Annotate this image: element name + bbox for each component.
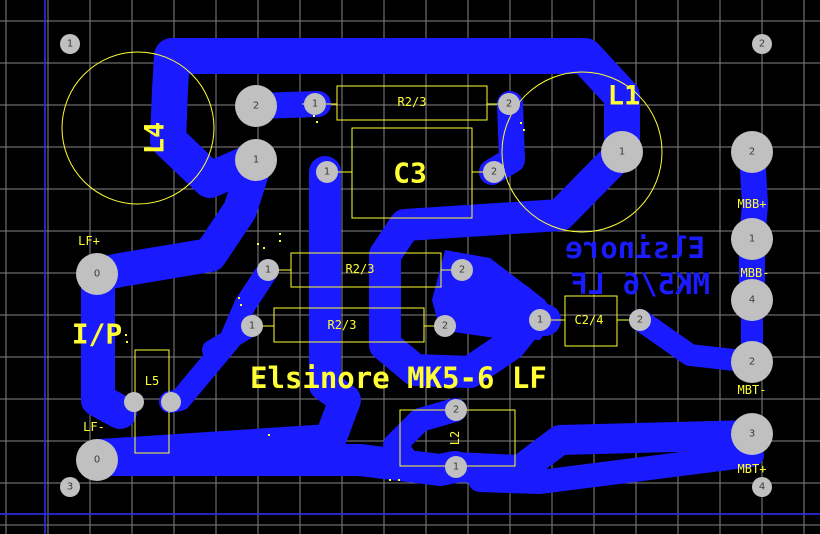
pad-number: 2 bbox=[506, 99, 512, 110]
r23-mid-pad-2[interactable]: 2 bbox=[451, 259, 473, 281]
l4-pad-1[interactable]: 1 bbox=[235, 139, 277, 181]
c24-outline bbox=[564, 295, 618, 347]
pad-number: 0 bbox=[94, 269, 100, 280]
pad-number: 1 bbox=[537, 315, 543, 326]
l5-pad-2[interactable] bbox=[161, 392, 181, 412]
pad-number: 1 bbox=[249, 321, 255, 332]
l5-pad-1[interactable] bbox=[124, 392, 144, 412]
c24-label: C2/4 bbox=[575, 313, 604, 327]
lf-plus-label: LF+ bbox=[78, 234, 100, 248]
mbt-minus-pad[interactable]: 2 bbox=[731, 341, 773, 383]
pad-number: 1 bbox=[324, 167, 330, 178]
l1-label: L1 bbox=[608, 81, 641, 112]
mirror-text-line2: MK5/6 LF bbox=[570, 267, 710, 301]
r23-top-outline bbox=[336, 85, 488, 121]
pads: 1 2 3 4 2 1 1 1 2 1 2 1 2 1 2 1 2 2 1 0 … bbox=[60, 34, 773, 497]
l2-pad-2[interactable]: 2 bbox=[445, 399, 467, 421]
pad-number: 2 bbox=[459, 265, 465, 276]
mirrored-copper-text: Elsinore MK5/6 LF bbox=[565, 231, 710, 301]
corner-pad-tl[interactable]: 1 bbox=[60, 34, 80, 54]
l4-outline bbox=[61, 51, 215, 205]
pad-number: 1 bbox=[453, 462, 459, 473]
r23-low-outline bbox=[273, 307, 425, 343]
right-pad-4[interactable]: 4 bbox=[731, 279, 773, 321]
lf-minus-label: LF- bbox=[83, 420, 105, 434]
c3-label: C3 bbox=[393, 157, 427, 190]
mbb-plus-pad[interactable]: 2 bbox=[731, 131, 773, 173]
corner-pad-br[interactable]: 4 bbox=[752, 477, 772, 497]
r23-top-label: R2/3 bbox=[398, 95, 427, 109]
pad-number: 1 bbox=[67, 39, 73, 50]
pad-number: 2 bbox=[637, 315, 643, 326]
corner-pad-tr[interactable]: 2 bbox=[752, 34, 772, 54]
l4-pad-2[interactable]: 2 bbox=[235, 85, 277, 127]
l2-pad-1[interactable]: 1 bbox=[445, 456, 467, 478]
pad-number: 4 bbox=[749, 295, 755, 306]
pad-number: 1 bbox=[312, 99, 318, 110]
corner-pad-bl[interactable]: 3 bbox=[60, 477, 80, 497]
pad-number: 2 bbox=[749, 147, 755, 158]
l4-label: L4 bbox=[140, 122, 171, 155]
pad-number: 1 bbox=[265, 265, 271, 276]
r23-mid-label: R2/3 bbox=[346, 262, 375, 276]
pad-number: 1 bbox=[253, 155, 259, 166]
mbt-plus-pad[interactable]: 3 bbox=[731, 413, 773, 455]
mbt-minus-label: MBT- bbox=[738, 383, 767, 397]
lf-plus-pad[interactable]: 0 bbox=[76, 253, 118, 295]
pad-number: 2 bbox=[253, 101, 259, 112]
pad-number: 2 bbox=[759, 39, 765, 50]
r23-low-label: R2/3 bbox=[328, 318, 357, 332]
r23-low-pad-1[interactable]: 1 bbox=[241, 315, 263, 337]
pad-number: 2 bbox=[749, 357, 755, 368]
lf-minus-pad[interactable]: 0 bbox=[76, 439, 118, 481]
l1-pad-1[interactable]: 1 bbox=[601, 131, 643, 173]
r23-top-pad-2[interactable]: 2 bbox=[498, 93, 520, 115]
l2-label: L2 bbox=[448, 431, 462, 445]
mbb-minus-label: MBB- bbox=[741, 266, 770, 280]
r23-mid-pad-1[interactable]: 1 bbox=[257, 259, 279, 281]
pad-number: 1 bbox=[619, 147, 625, 158]
mbb-plus-label: MBB+ bbox=[738, 197, 767, 211]
c24-pad-2[interactable]: 2 bbox=[629, 309, 651, 331]
pad-number: 1 bbox=[749, 234, 755, 245]
silk-dots bbox=[125, 115, 525, 481]
pad-number: 2 bbox=[491, 167, 497, 178]
pad-number: 2 bbox=[442, 321, 448, 332]
pad-number: 3 bbox=[67, 482, 73, 493]
mirror-text-line1: Elsinore bbox=[565, 231, 705, 265]
connector-labels: LF+ LF- I/P MBB+ MBB- MBT- MBT+ bbox=[72, 197, 770, 476]
c3-outline bbox=[351, 127, 473, 219]
board-title: Elsinore MK5-6 LF bbox=[250, 361, 547, 395]
c3-pad-1[interactable]: 1 bbox=[316, 161, 338, 183]
l1-outline bbox=[501, 71, 663, 233]
mbb-minus-pad[interactable]: 1 bbox=[731, 218, 773, 260]
mbt-plus-label: MBT+ bbox=[738, 462, 767, 476]
ip-label: I/P bbox=[72, 318, 123, 351]
pad-number: 4 bbox=[759, 482, 765, 493]
r23-low-pad-2[interactable]: 2 bbox=[434, 315, 456, 337]
component-labels: L4 L1 R2/3 C3 R2/3 R2/3 C2/4 L5 L2 bbox=[140, 81, 641, 446]
pad-number: 3 bbox=[749, 429, 755, 440]
pad-number: 2 bbox=[453, 405, 459, 416]
c3-pad-2[interactable]: 2 bbox=[483, 161, 505, 183]
l5-label: L5 bbox=[145, 374, 159, 388]
r23-top-pad-1[interactable]: 1 bbox=[304, 93, 326, 115]
c24-pad-1[interactable]: 1 bbox=[529, 309, 551, 331]
pad-number: 0 bbox=[94, 455, 100, 466]
